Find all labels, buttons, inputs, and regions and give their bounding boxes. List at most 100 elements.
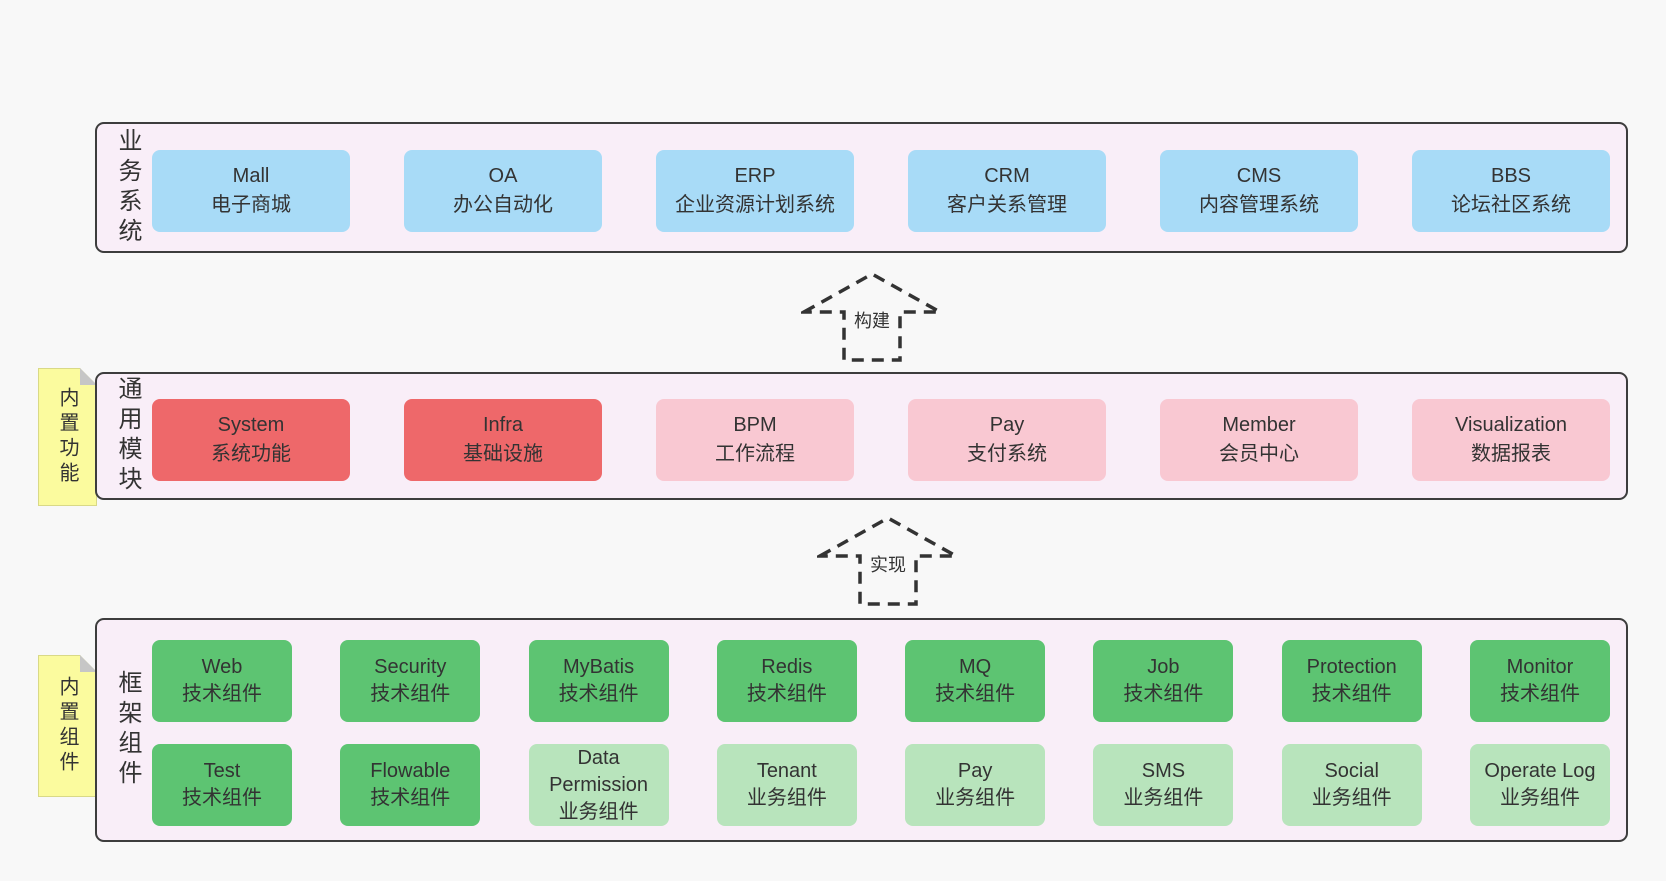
node-desc: 基础设施 xyxy=(463,443,543,465)
node-desc: 业务组件 xyxy=(558,800,639,823)
section-title: 通用模块 xyxy=(114,376,141,496)
node-name: CMS xyxy=(1236,165,1282,187)
node-desc: 数据报表 xyxy=(1471,443,1551,465)
node-name: Test xyxy=(203,760,241,782)
node-erp: ERP 企业资源计划系统 xyxy=(656,150,854,232)
node-desc: 技术组件 xyxy=(1499,683,1580,705)
node-pay-component: Pay 业务组件 xyxy=(905,744,1046,826)
node-sms: SMS 业务组件 xyxy=(1093,744,1234,826)
node-name: Data Permission xyxy=(549,746,649,796)
node-name: MyBatis xyxy=(563,656,635,678)
node-mybatis: MyBatis 技术组件 xyxy=(528,640,669,722)
node-row: System 系统功能 Infra 基础设施 BPM 工作流程 Pay 支付系统… xyxy=(152,399,1610,481)
node-name: SMS xyxy=(1141,760,1186,782)
node-name: Social xyxy=(1324,760,1379,782)
dashed-up-arrow-icon: 构建 xyxy=(801,271,943,363)
node-desc: 业务组件 xyxy=(746,787,827,809)
node-monitor: Monitor 技术组件 xyxy=(1469,640,1610,722)
node-bbs: BBS 论坛社区系统 xyxy=(1412,150,1610,232)
node-desc: 电子商城 xyxy=(211,194,291,216)
sticky-note-built-in-features: 内置功能 xyxy=(38,368,97,506)
node-web: Web 技术组件 xyxy=(152,640,292,722)
section-common-modules: 通用模块 System 系统功能 Infra 基础设施 BPM 工作流程 Pay… xyxy=(95,372,1628,500)
up-arrow-icon xyxy=(801,271,943,362)
node-desc: 论坛社区系统 xyxy=(1451,194,1571,216)
node-name: ERP xyxy=(734,165,776,187)
node-mq: MQ 技术组件 xyxy=(905,640,1046,722)
node-name: Redis xyxy=(761,656,813,678)
node-data-permission: Data Permission 业务组件 xyxy=(528,744,669,826)
node-desc: 技术组件 xyxy=(1311,683,1392,705)
node-visualization: Visualization 数据报表 xyxy=(1412,399,1610,481)
node-desc: 业务组件 xyxy=(1311,787,1392,809)
node-desc: 技术组件 xyxy=(370,787,451,809)
node-name: Mall xyxy=(232,165,270,187)
node-desc: 客户关系管理 xyxy=(947,194,1067,216)
node-name: MQ xyxy=(959,656,992,678)
node-test: Test 技术组件 xyxy=(152,744,292,826)
section-business-systems: 业务系统 Mall 电子商城 OA 办公自动化 ERP 企业资源计划系统 CRM… xyxy=(95,122,1628,253)
node-row: Mall 电子商城 OA 办公自动化 ERP 企业资源计划系统 CRM 客户关系… xyxy=(152,150,1610,232)
node-operate-log: Operate Log 业务组件 xyxy=(1469,744,1610,826)
node-name: OA xyxy=(488,165,518,187)
node-job: Job 技术组件 xyxy=(1093,640,1234,722)
node-protection: Protection 技术组件 xyxy=(1281,640,1422,722)
node-desc: 技术组件 xyxy=(935,683,1016,705)
node-desc: 系统功能 xyxy=(211,443,291,465)
node-name: Tenant xyxy=(756,760,817,782)
node-tenant: Tenant 业务组件 xyxy=(716,744,857,826)
node-name: Visualization xyxy=(1455,414,1567,436)
node-member: Member 会员中心 xyxy=(1160,399,1358,481)
node-bpm: BPM 工作流程 xyxy=(656,399,854,481)
section-framework-components: 框架组件 Web 技术组件 Security 技术组件 MyBatis 技术组件… xyxy=(95,618,1628,842)
node-desc: 技术组件 xyxy=(182,683,262,705)
node-desc: 工作流程 xyxy=(715,443,795,465)
node-flowable: Flowable 技术组件 xyxy=(340,744,481,826)
node-name: Monitor xyxy=(1506,656,1574,678)
node-desc: 技术组件 xyxy=(1123,683,1204,705)
node-infra: Infra 基础设施 xyxy=(404,399,602,481)
node-oa: OA 办公自动化 xyxy=(404,150,602,232)
node-desc: 技术组件 xyxy=(182,787,262,809)
node-name: Job xyxy=(1147,656,1180,678)
node-name: Web xyxy=(201,656,243,678)
dashed-up-arrow-icon: 实现 xyxy=(817,515,959,607)
node-row: Web 技术组件 Security 技术组件 MyBatis 技术组件 Redi… xyxy=(152,640,1610,722)
node-name: CRM xyxy=(984,165,1030,187)
node-desc: 技术组件 xyxy=(558,683,639,705)
arrow-label: 实现 xyxy=(867,551,909,577)
node-name: Security xyxy=(374,656,447,678)
node-name: Protection xyxy=(1306,656,1397,678)
section-title: 框架组件 xyxy=(114,670,141,790)
node-desc: 支付系统 xyxy=(967,443,1047,465)
node-desc: 技术组件 xyxy=(746,683,827,705)
node-mall: Mall 电子商城 xyxy=(152,150,350,232)
arrow-label: 构建 xyxy=(851,307,893,333)
node-desc: 企业资源计划系统 xyxy=(675,194,835,216)
node-desc: 办公自动化 xyxy=(453,194,553,216)
node-desc: 内容管理系统 xyxy=(1199,194,1319,216)
node-name: System xyxy=(217,414,285,436)
node-name: Pay xyxy=(957,760,993,782)
node-name: Pay xyxy=(989,414,1025,436)
node-crm: CRM 客户关系管理 xyxy=(908,150,1106,232)
node-desc: 会员中心 xyxy=(1219,443,1299,465)
section-title: 业务系统 xyxy=(114,127,141,248)
node-desc: 业务组件 xyxy=(1499,787,1580,809)
node-desc: 技术组件 xyxy=(370,683,451,705)
node-name: Infra xyxy=(482,414,524,436)
up-arrow-icon xyxy=(817,515,959,606)
sticky-note-label: 内置组件 xyxy=(56,676,78,776)
node-name: BBS xyxy=(1490,165,1532,187)
node-system: System 系统功能 xyxy=(152,399,350,481)
node-pay-system: Pay 支付系统 xyxy=(908,399,1106,481)
node-name: BPM xyxy=(733,414,777,436)
node-name: Operate Log xyxy=(1484,760,1596,782)
node-cms: CMS 内容管理系统 xyxy=(1160,150,1358,232)
node-desc: 业务组件 xyxy=(1123,787,1204,809)
node-row: Test 技术组件 Flowable 技术组件 Data Permission … xyxy=(152,744,1610,826)
node-security: Security 技术组件 xyxy=(340,640,481,722)
node-redis: Redis 技术组件 xyxy=(716,640,857,722)
node-name: Member xyxy=(1222,414,1296,436)
